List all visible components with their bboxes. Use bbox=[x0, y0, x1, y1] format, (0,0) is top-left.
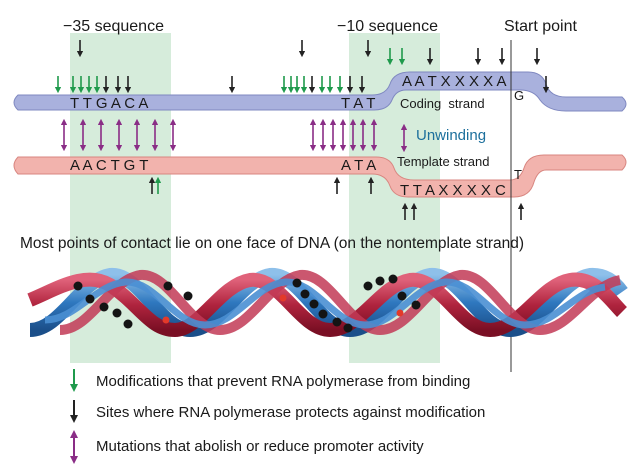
template-lower-sequence: T T A X X X X C bbox=[400, 182, 506, 199]
contact-points bbox=[73, 274, 421, 333]
template-strand-label: Template strand bbox=[397, 154, 490, 169]
template-strand bbox=[13, 154, 627, 198]
template-protection-arrows bbox=[148, 176, 525, 220]
template-minus10-sequence: A T A bbox=[341, 157, 376, 174]
mutation-arrows bbox=[60, 118, 408, 153]
contact-caption: Most points of contact lie on one face o… bbox=[20, 235, 524, 252]
start-point-label: Start point bbox=[504, 18, 577, 35]
template-start-base: T bbox=[514, 167, 522, 182]
legend-item-modifications: Modifications that prevent RNA polymeras… bbox=[96, 373, 470, 390]
minus35-label: −35 sequence bbox=[63, 18, 164, 35]
template-minus35-sequence: A A C T G T bbox=[70, 157, 148, 174]
unwinding-label: Unwinding bbox=[416, 127, 486, 144]
modified-points bbox=[162, 294, 404, 324]
coding-start-base: G bbox=[514, 88, 524, 103]
minus10-label: −10 sequence bbox=[337, 18, 438, 35]
dna-helix bbox=[27, 267, 628, 338]
legend-item-mutations: Mutations that abolish or reduce promote… bbox=[96, 438, 424, 455]
legend-item-protection: Sites where RNA polymerase protects agai… bbox=[96, 404, 485, 421]
coding-strand-label: Coding strand bbox=[400, 96, 485, 111]
legend: Modifications that prevent RNA polymeras… bbox=[70, 369, 485, 464]
coding-strand bbox=[13, 71, 627, 112]
coding-minus35-sequence: T T G A C A bbox=[70, 95, 148, 112]
coding-upper-sequence: A A T X X X X A bbox=[402, 73, 507, 90]
modification-arrows bbox=[54, 48, 406, 194]
coding-minus10-sequence: T A T bbox=[341, 95, 375, 112]
protection-arrows bbox=[76, 40, 550, 94]
